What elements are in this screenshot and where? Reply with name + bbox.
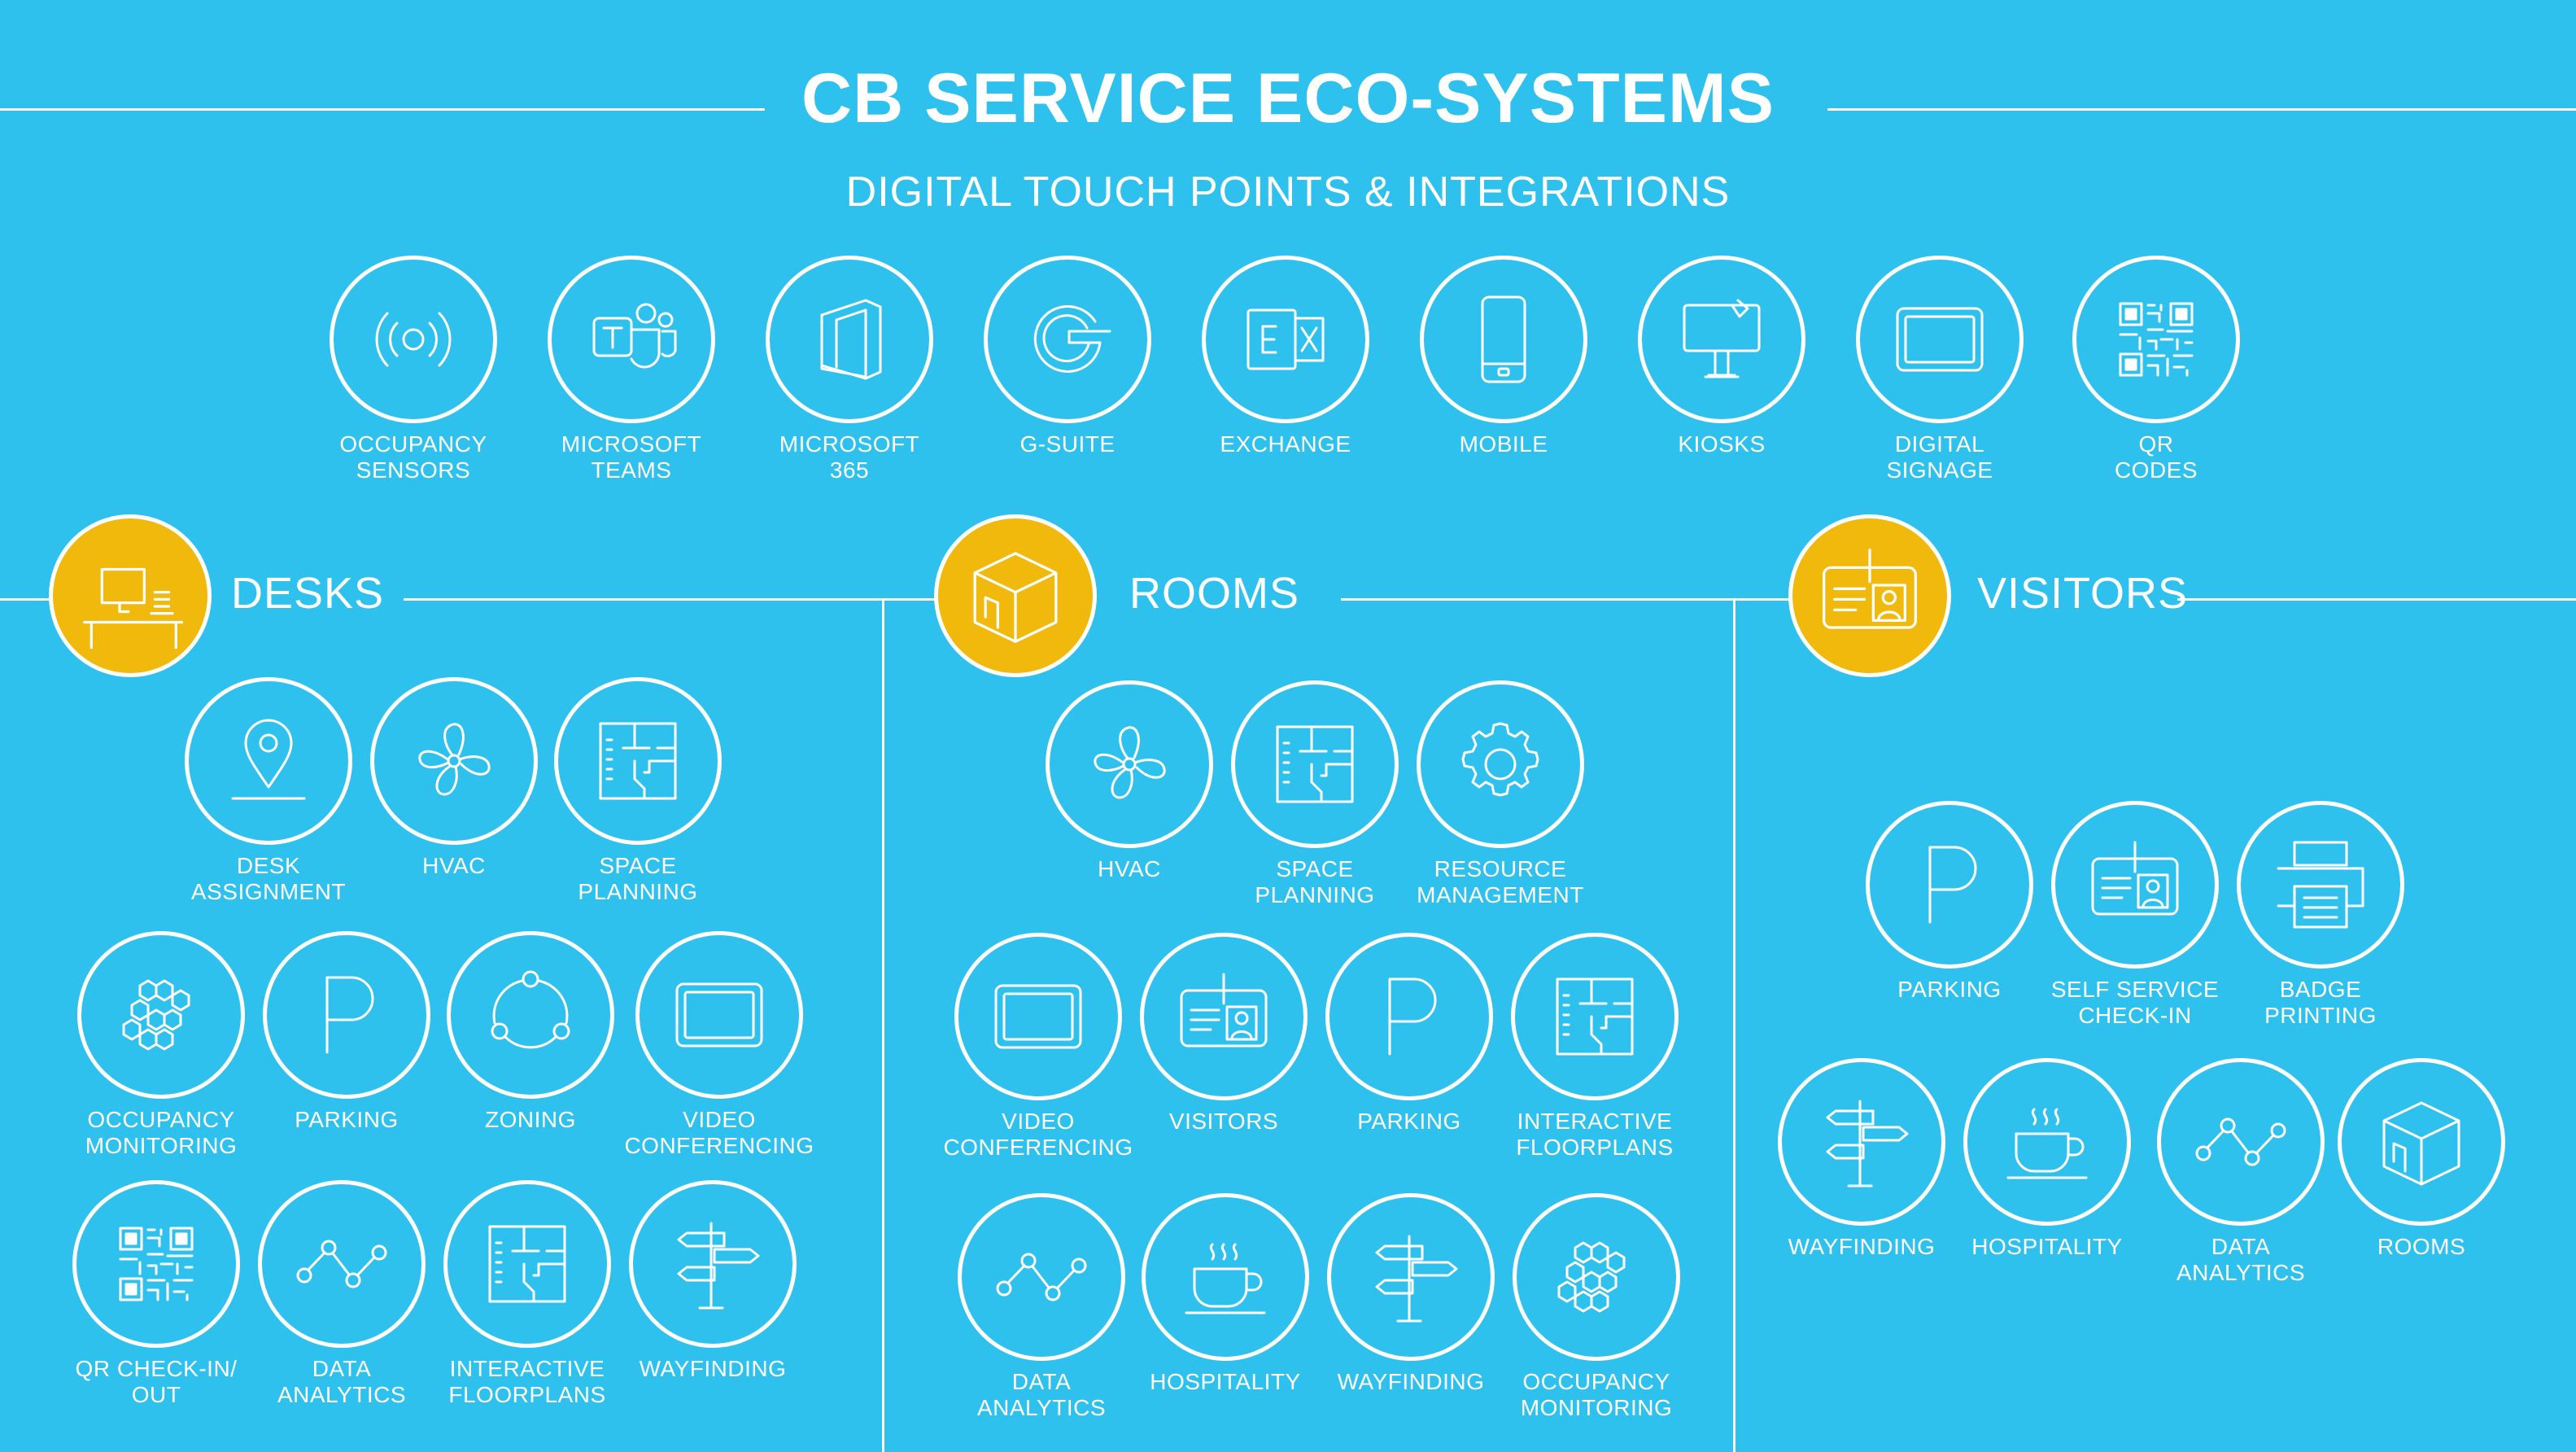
visitors-rule-left <box>1735 598 1792 601</box>
rooms-item-label: WAYFINDING <box>1337 1369 1485 1394</box>
rooms-item-label: SPACE PLANNING <box>1255 856 1375 908</box>
parking-icon <box>1866 801 2033 969</box>
id-card-icon <box>2051 801 2219 969</box>
signpost-icon <box>1778 1058 1945 1226</box>
header-rule-right <box>1827 108 2576 111</box>
integration-item-label: MICROSOFT 365 <box>779 431 920 483</box>
analytics-icon <box>958 1193 1125 1361</box>
rooms-item-label: PARKING <box>1357 1109 1461 1134</box>
rooms-rule-left <box>882 598 936 601</box>
page-title: CB SERVICE ECO-SYSTEMS <box>801 59 1775 138</box>
rooms-item-label: VISITORS <box>1168 1109 1279 1134</box>
visitors-item-label: SELF SERVICE CHECK-IN <box>2050 977 2220 1028</box>
qr-icon <box>2072 256 2240 423</box>
rooms-item-label: HVAC <box>1098 856 1161 881</box>
zoning-icon <box>447 931 614 1099</box>
rooms-badge <box>934 514 1097 677</box>
hexagons-icon <box>77 931 245 1099</box>
coffee-icon <box>1142 1193 1309 1361</box>
mobile-icon <box>1420 256 1587 423</box>
divider-desks-rooms <box>882 598 884 1452</box>
visitors-badge <box>1788 514 1951 677</box>
fan-icon <box>370 677 538 845</box>
visitors-rule-right <box>2177 598 2576 601</box>
rooms-rule-right <box>1341 598 1782 601</box>
screen-icon <box>1856 256 2024 423</box>
parking-icon <box>1325 933 1493 1100</box>
visitors-item-label: ROOMS <box>2377 1234 2466 1259</box>
floorplan-icon <box>1231 680 1399 848</box>
page-subtitle: DIGITAL TOUCH POINTS & INTEGRATIONS <box>845 168 1731 216</box>
desks-rule-left <box>0 598 50 601</box>
floorplan-icon <box>554 677 722 845</box>
desks-item-label: OCCUPANCY MONITORING <box>85 1107 238 1158</box>
analytics-icon <box>258 1180 426 1348</box>
desks-item-label: INTERACTIVE FLOORPLANS <box>448 1356 606 1407</box>
gear-icon <box>1417 680 1584 848</box>
rooms-item-label: OCCUPANCY MONITORING <box>1520 1369 1673 1420</box>
hexagons-icon <box>1513 1193 1680 1361</box>
visitors-item-label: DATA ANALYTICS <box>2176 1234 2306 1285</box>
integration-item-label: DIGITAL SIGNAGE <box>1886 431 1993 483</box>
desks-item-label: DATA ANALYTICS <box>277 1356 407 1407</box>
qr-icon <box>72 1180 240 1348</box>
desks-item-label: WAYFINDING <box>639 1356 787 1381</box>
visitors-item-label: PARKING <box>1897 977 2002 1002</box>
desks-rule-right <box>404 598 882 601</box>
desks-badge <box>49 514 212 677</box>
integration-item-label: KIOSKS <box>1678 431 1766 457</box>
fan-icon <box>1046 680 1213 848</box>
printer-icon <box>2237 801 2404 969</box>
visitors-item-label: HOSPITALITY <box>1971 1234 2123 1259</box>
floorplan-icon <box>443 1180 611 1348</box>
screen-icon <box>954 933 1122 1100</box>
parking-icon <box>263 931 430 1099</box>
visitors-item-label: WAYFINDING <box>1788 1234 1936 1259</box>
header-rule-left <box>0 108 765 111</box>
visitors-title: VISITORS <box>1977 569 2189 618</box>
visitors-item-label: BADGE PRINTING <box>2264 977 2377 1028</box>
room-cube-icon <box>2338 1058 2505 1226</box>
integration-item-label: QR CODES <box>2114 431 2198 483</box>
id-card-icon <box>1140 933 1308 1100</box>
integration-item-label: MOBILE <box>1459 431 1548 457</box>
rooms-item-label: INTERACTIVE FLOORPLANS <box>1516 1109 1674 1160</box>
rooms-item-label: HOSPITALITY <box>1150 1369 1301 1394</box>
kiosk-icon <box>1638 256 1805 423</box>
rooms-item-label: DATA ANALYTICS <box>976 1369 1107 1420</box>
location-pin-icon <box>185 677 352 845</box>
signpost-icon <box>1327 1193 1495 1361</box>
integration-item-label: EXCHANGE <box>1220 431 1351 457</box>
screen-icon <box>635 931 803 1099</box>
signpost-icon <box>629 1180 797 1348</box>
occupancy-sensor-icon <box>330 256 497 423</box>
desks-item-label: VIDEO CONFERENCING <box>624 1107 814 1158</box>
desks-item-label: SPACE PLANNING <box>578 853 698 904</box>
floorplan-icon <box>1511 933 1679 1100</box>
rooms-item-label: VIDEO CONFERENCING <box>943 1109 1133 1160</box>
rooms-title: ROOMS <box>1129 569 1300 618</box>
analytics-icon <box>2157 1058 2325 1226</box>
teams-icon <box>548 256 715 423</box>
desks-item-label: QR CHECK-IN/ OUT <box>75 1356 238 1407</box>
desks-item-label: PARKING <box>295 1107 399 1132</box>
integration-item-label: MICROSOFT TEAMS <box>561 431 702 483</box>
exchange-icon <box>1202 256 1369 423</box>
desks-item-label: HVAC <box>422 853 486 878</box>
divider-rooms-visitors <box>1733 598 1736 1452</box>
rooms-item-label: RESOURCE MANAGEMENT <box>1417 856 1584 908</box>
desks-item-label: ZONING <box>485 1107 576 1132</box>
desks-title: DESKS <box>231 569 385 618</box>
coffee-icon <box>1963 1058 2131 1226</box>
desks-item-label: DESK ASSIGNMENT <box>190 853 347 904</box>
integration-item-label: OCCUPANCY SENSORS <box>339 431 487 483</box>
integration-item-label: G-SUITE <box>1019 431 1116 457</box>
office-icon <box>766 256 933 423</box>
g-icon <box>984 256 1151 423</box>
